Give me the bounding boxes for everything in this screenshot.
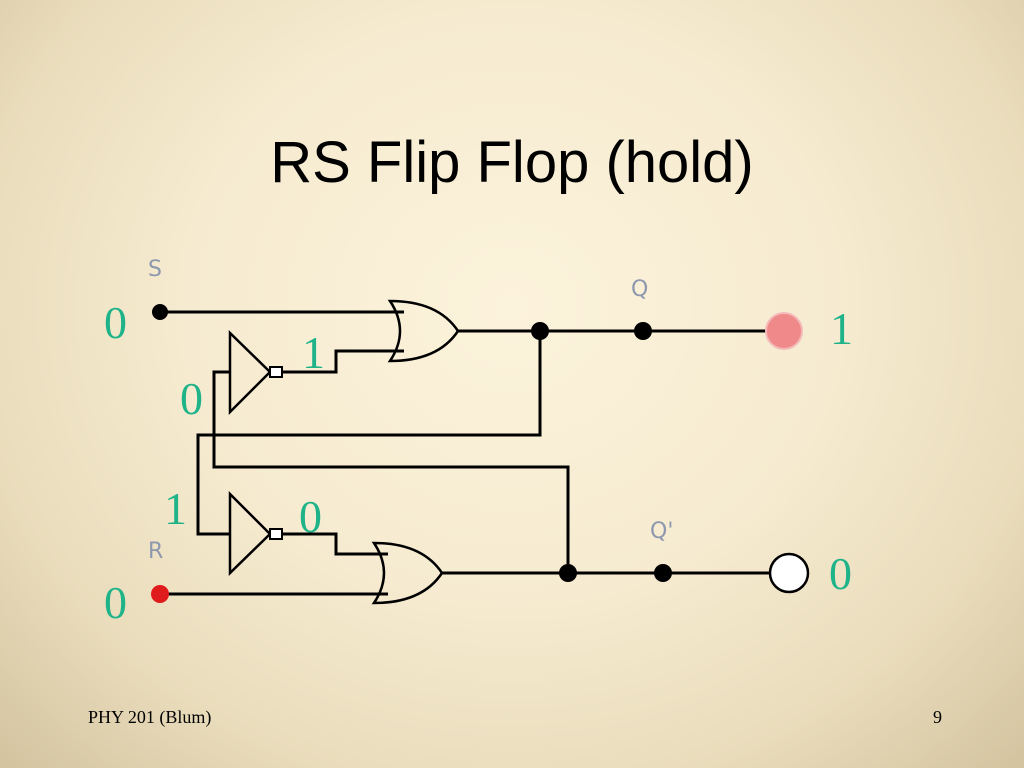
footer-course: PHY 201 (Blum) [88, 707, 212, 727]
value-not-bottom-out: 0 [299, 491, 322, 542]
not-gate-bottom [228, 490, 283, 576]
probe-q [634, 322, 652, 340]
value-not-top-out: 1 [302, 327, 325, 378]
input-pin-s[interactable] [152, 304, 168, 320]
value-r-input: 0 [104, 577, 127, 628]
wire-not-top-to-or-top [283, 349, 404, 374]
or-gate-top [387, 299, 460, 363]
wire-q-feedback [214, 331, 542, 437]
wire-not-top-input [212, 370, 570, 573]
pin-label-q: Q [631, 277, 648, 302]
output-lamp-q-bar [768, 552, 810, 594]
value-q-output: 1 [830, 303, 853, 354]
wire-not-bottom-input [196, 433, 230, 536]
value-not-top-in: 0 [180, 373, 203, 424]
or-gate-bottom [371, 541, 444, 605]
value-q-bar-output: 0 [829, 548, 852, 599]
pin-label-q-bar: Q' [650, 519, 673, 544]
input-pin-r[interactable] [151, 585, 169, 603]
value-not-bottom-in: 1 [164, 483, 187, 534]
wires [160, 310, 770, 596]
slide-title: RS Flip Flop (hold) [270, 130, 754, 195]
junction-q-feedback [531, 322, 549, 340]
pin-label-s: S [148, 257, 162, 282]
wire-not-bottom-to-or-bottom [283, 532, 388, 556]
footer-page-number: 9 [933, 707, 942, 727]
pin-label-r: R [148, 539, 163, 564]
probe-q-bar [654, 564, 672, 582]
not-gate-top [228, 330, 283, 416]
output-lamp-q [765, 312, 803, 350]
value-s-input: 0 [104, 297, 127, 348]
junction-q-bar-feedback [559, 564, 577, 582]
